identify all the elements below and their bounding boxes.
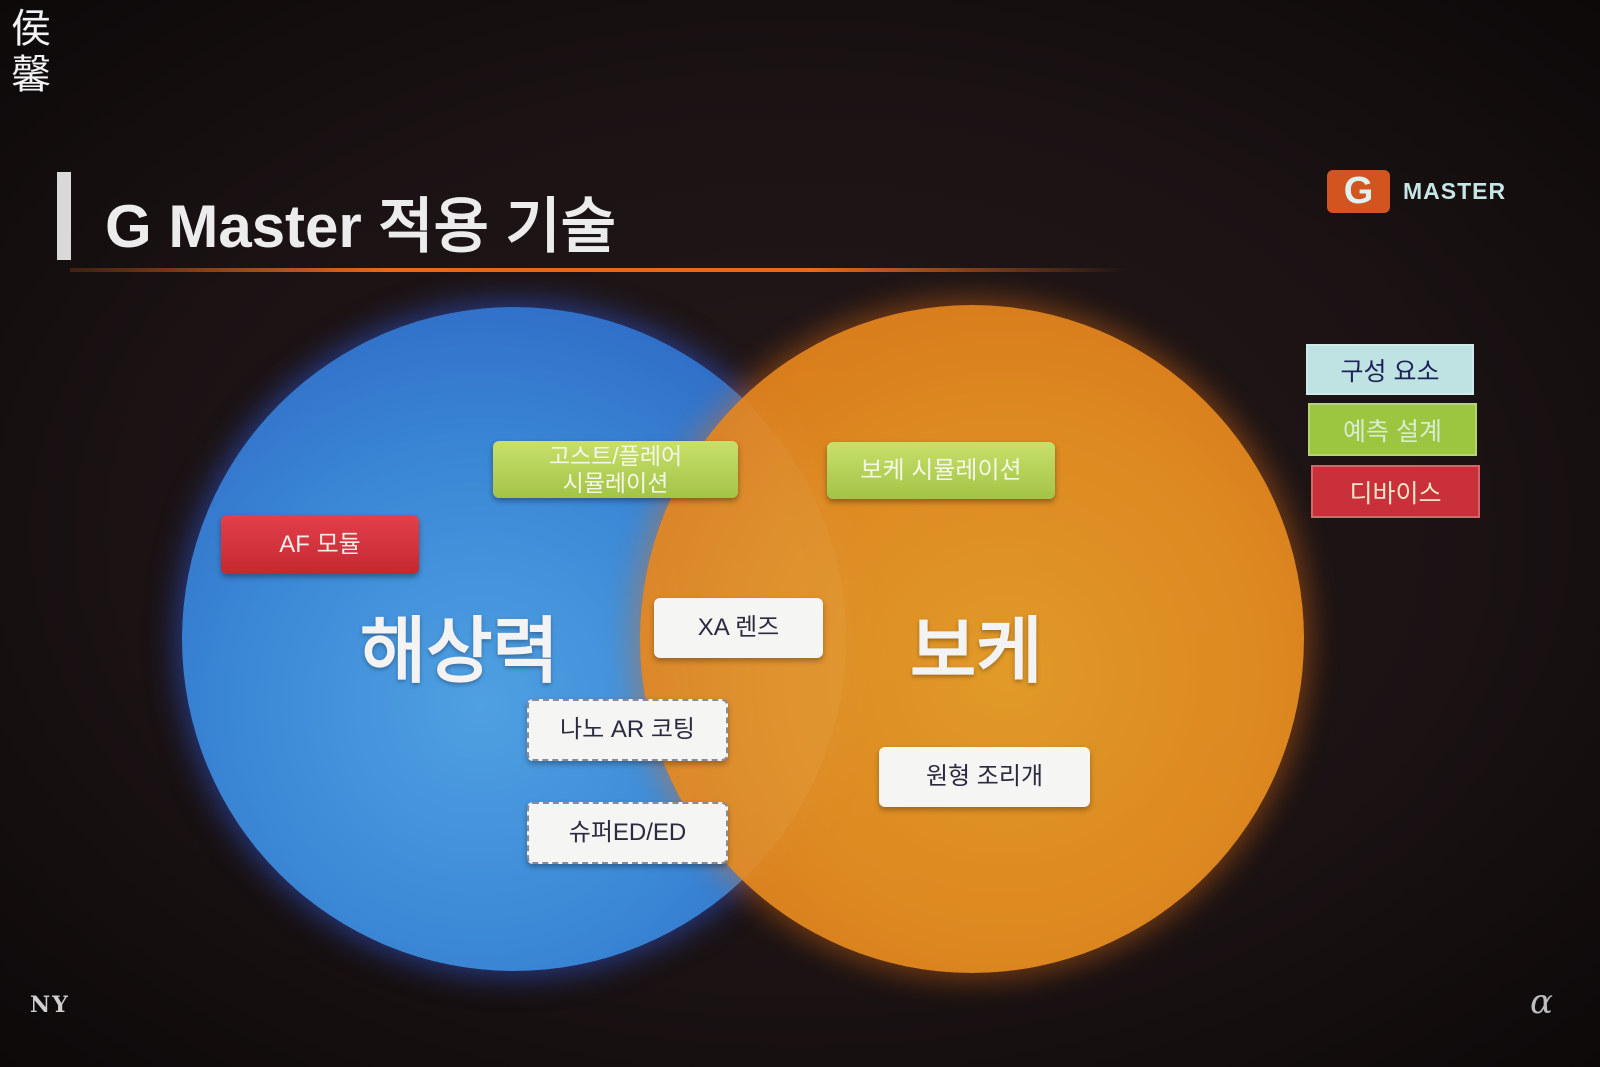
- item-af-module: AF 모듈: [221, 515, 419, 574]
- title-underline: [70, 268, 1130, 272]
- item-bokeh-simulation: 보케 시뮬레이션: [827, 442, 1055, 499]
- item-nano-ar-coating: 나노 AR 코팅: [527, 699, 728, 761]
- item-round-aperture: 원형 조리개: [879, 747, 1090, 807]
- item-ghost-flare-simulation: 고스트/플레어 시뮬레이션: [493, 441, 738, 498]
- venn-label-resolution: 해상력: [360, 612, 559, 692]
- item-xa-lens: XA 렌즈: [654, 598, 823, 658]
- venn-label-bokeh: 보케: [910, 612, 1043, 692]
- watermark-logo: 侯馨: [11, 6, 51, 98]
- legend-components: 구성 요소: [1306, 344, 1474, 395]
- slide-title: G Master 적용 기술: [105, 193, 616, 260]
- g-master-logo-icon: G: [1327, 170, 1390, 213]
- title-accent-bar: [57, 172, 71, 260]
- alpha-logo: α: [1530, 982, 1553, 1022]
- legend-predictive-design: 예측 설계: [1308, 403, 1477, 456]
- legend-devices: 디바이스: [1311, 465, 1480, 518]
- item-super-ed: 슈퍼ED/ED: [527, 802, 728, 864]
- sony-brand-text: NY: [30, 992, 70, 1018]
- g-master-logo-text: MASTER: [1403, 178, 1507, 204]
